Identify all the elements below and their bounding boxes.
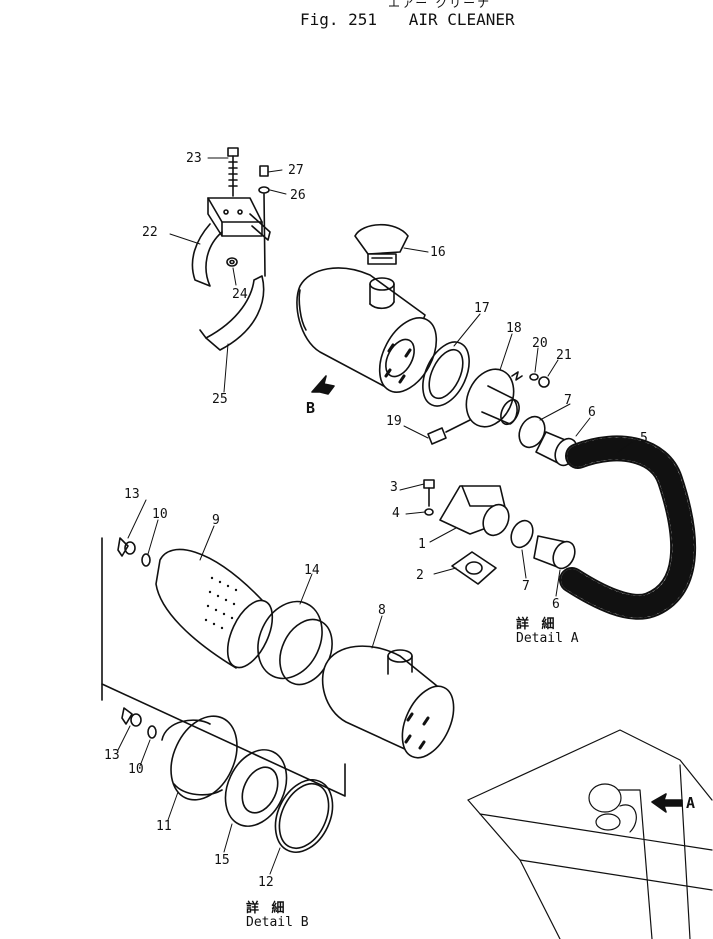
housing-8 (321, 645, 455, 759)
view-marker-a: A (686, 794, 696, 812)
gasket-17 (422, 341, 470, 407)
clamp-7-lower (510, 519, 534, 549)
wingnut-13-upper (117, 537, 136, 557)
callout-22: 22 (142, 225, 158, 240)
view-marker-b: B (306, 399, 316, 417)
cover-11 (161, 715, 238, 801)
callout-23: 23 (186, 151, 202, 166)
hose-5 (559, 435, 697, 620)
view-arrow-b (311, 375, 335, 395)
nut-27 (259, 165, 269, 177)
callout-11: 11 (156, 819, 172, 834)
housing-upper (296, 267, 438, 393)
callout-25: 25 (212, 392, 228, 407)
callout-12: 12 (258, 875, 274, 890)
callout-27: 27 (288, 163, 304, 178)
elbow-1 (439, 485, 510, 537)
nut-21 (538, 376, 550, 388)
callout-5: 5 (640, 431, 648, 446)
callout-21: 21 (556, 348, 572, 363)
wingnut-13-lower (121, 707, 142, 727)
washer-20 (529, 373, 539, 381)
spring-18 (511, 371, 523, 381)
machine-outline (467, 729, 713, 939)
detail-a-caption: 詳 細 Detail A (516, 618, 579, 646)
bracket-22 (191, 197, 271, 287)
elbow-18 (465, 368, 520, 428)
callout-3: 3 (390, 480, 398, 495)
callout-9: 9 (212, 513, 220, 528)
callout-8: 8 (378, 603, 386, 618)
detail-b-en: Detail B (246, 915, 309, 930)
callout-6-upper: 6 (588, 405, 596, 420)
detail-a-jp: 詳 細 (516, 617, 559, 632)
washer-26 (258, 186, 270, 194)
washer-10-upper (141, 553, 151, 567)
detail-b-caption: 詳 細 Detail B (246, 902, 309, 930)
callout-15: 15 (214, 853, 230, 868)
washer-10-lower (147, 725, 157, 739)
detail-b-frame (101, 537, 346, 797)
figure-number: Fig. 251 (300, 10, 378, 29)
callout-4: 4 (392, 506, 400, 521)
nut-24 (226, 257, 238, 267)
cap-16 (354, 224, 409, 265)
callout-10-upper: 10 (152, 507, 168, 522)
figure-title: Fig. 251 AIR CLEANER (300, 10, 515, 29)
gasket-2 (451, 551, 497, 585)
ring-12 (274, 779, 334, 853)
callout-19: 19 (386, 414, 402, 429)
hose-6-lower (533, 535, 576, 570)
callout-13-lower: 13 (104, 748, 120, 763)
element-9 (155, 548, 274, 669)
valve-19 (427, 419, 471, 445)
callout-7-lower: 7 (522, 579, 530, 594)
callout-6-lower: 6 (552, 597, 560, 612)
callout-18: 18 (506, 321, 522, 336)
title-japanese: エアー クリーナ (388, 0, 492, 10)
washer-4 (424, 508, 434, 516)
bolt-3 (423, 479, 435, 507)
detail-b-jp: 詳 細 (246, 901, 289, 916)
callout-17: 17 (474, 301, 490, 316)
strap-25 (199, 275, 265, 351)
callout-24: 24 (232, 287, 248, 302)
detail-a-en: Detail A (516, 631, 579, 646)
callout-26: 26 (290, 188, 306, 203)
callout-10-lower: 10 (128, 762, 144, 777)
view-arrow-a (651, 793, 683, 813)
valve-15 (224, 749, 288, 827)
callout-1: 1 (418, 537, 426, 552)
callout-13-upper: 13 (124, 487, 140, 502)
callout-14: 14 (304, 563, 320, 578)
figure-name: AIR CLEANER (408, 10, 515, 29)
callout-20: 20 (532, 336, 548, 351)
callout-16: 16 (430, 245, 446, 260)
callout-2: 2 (416, 568, 424, 583)
callout-7-upper: 7 (564, 393, 572, 408)
bolt-23 (227, 147, 239, 197)
